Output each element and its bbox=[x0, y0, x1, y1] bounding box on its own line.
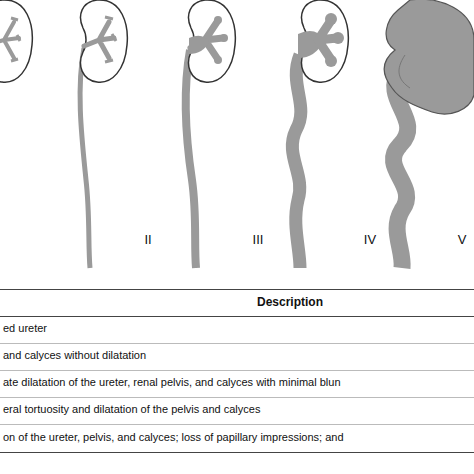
table-cell: on of the ureter, pelvis, and calyces; l… bbox=[3, 431, 344, 444]
kidney-grade-4 bbox=[292, 0, 348, 268]
kidney-grade-2 bbox=[80, 0, 127, 268]
kidney-grade-1 bbox=[0, 0, 32, 82]
kidney-grade-5 bbox=[384, 0, 474, 268]
table-cell: ate dilatation of the ureter, renal pelv… bbox=[3, 376, 341, 389]
table-header: Description bbox=[257, 295, 323, 309]
table-cell: eral tortuosity and dilatation of the pe… bbox=[3, 403, 260, 416]
grade-numeral: V bbox=[458, 232, 467, 248]
table-cell: and calyces without dilatation bbox=[3, 349, 146, 362]
table-cell: ed ureter bbox=[3, 322, 47, 335]
kidney-grade-3 bbox=[186, 0, 236, 268]
grade-numeral: III bbox=[253, 232, 264, 248]
grade-numeral: IV bbox=[364, 232, 376, 248]
grade-numeral: II bbox=[144, 232, 151, 248]
table-rules bbox=[0, 290, 474, 453]
